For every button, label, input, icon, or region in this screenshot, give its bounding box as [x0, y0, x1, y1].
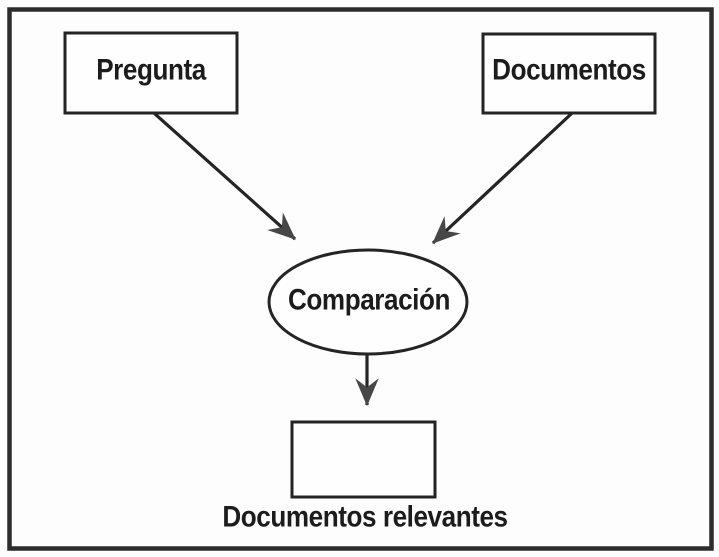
arrow-documentos-to-comparacion — [431, 99, 587, 245]
comparacion-label: Comparación — [288, 283, 450, 316]
arrow-pregunta-to-comparacion — [134, 95, 297, 241]
pregunta-label: Pregunta — [96, 53, 206, 86]
pregunta-box — [63, 31, 239, 115]
documentos-relevantes-caption: Documentos relevantes — [222, 500, 507, 533]
diagram-border-frame — [7, 7, 714, 551]
comparacion-ellipse — [267, 248, 469, 356]
documentos-box — [481, 32, 657, 115]
documentos-label: Documentos — [492, 53, 646, 86]
resultado-box — [290, 420, 437, 499]
